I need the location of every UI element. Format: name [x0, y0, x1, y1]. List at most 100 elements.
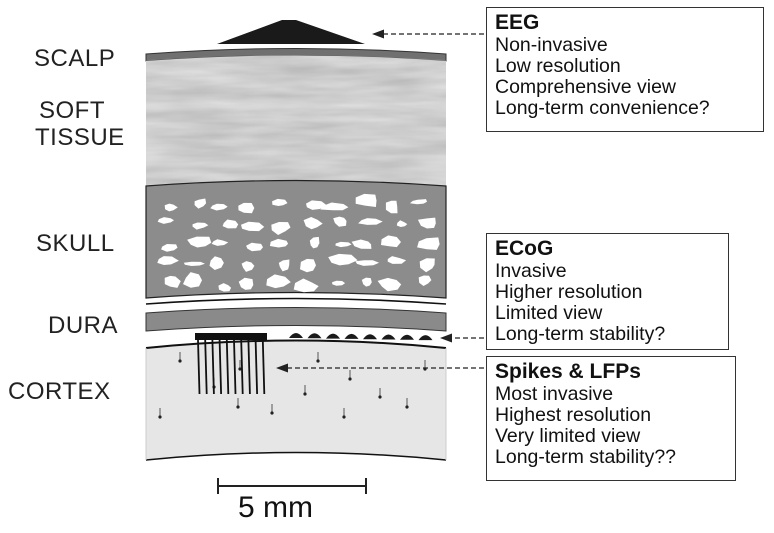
skull-pore [164, 203, 178, 212]
skull-pore [194, 198, 207, 209]
skull-pore [183, 272, 202, 288]
array-shank [233, 339, 237, 395]
skull-pore [333, 216, 347, 227]
skull-pore [309, 236, 320, 249]
scale-bar-label: 5 mm [238, 491, 313, 524]
array-shank [197, 339, 201, 395]
spikes-line: Very limited view [495, 424, 641, 447]
label-cortex: CORTEX [8, 378, 111, 405]
skull-pore [246, 242, 263, 252]
skull-pore [335, 241, 352, 248]
microelectrode-array [195, 333, 267, 395]
skull-pore [377, 277, 402, 292]
neuron-soma [342, 415, 346, 419]
skull-pore [387, 256, 407, 264]
skull-pore [351, 239, 372, 249]
eeg-electrode [217, 20, 365, 44]
ecog-electrode [400, 334, 414, 340]
neuron-soma [178, 359, 182, 363]
neuron-soma [158, 415, 162, 419]
skull-pore [328, 253, 358, 266]
spikes-line: Long-term stability?? [495, 445, 677, 468]
neuron-soma [405, 405, 409, 409]
skull-pores [157, 193, 440, 293]
array-base [195, 333, 267, 340]
ecog-electrode [363, 334, 377, 340]
eeg-title: EEG [495, 11, 540, 34]
soft-tissue-texture [146, 55, 446, 185]
label-soft-tissue: SOFT TISSUE [35, 97, 125, 152]
spikes-line: Most invasive [495, 382, 614, 405]
skull-pore [209, 256, 224, 270]
neuron-soma [316, 359, 320, 363]
label-soft: SOFT [39, 97, 105, 124]
array-shank [254, 339, 258, 395]
skull-pore [419, 258, 435, 273]
array-shank [247, 339, 251, 395]
skull-pore [210, 203, 228, 211]
skull-pore [417, 217, 436, 229]
skull-pore [218, 283, 232, 292]
arrow-heads [276, 29, 452, 373]
spikes-title: Spikes & LFPs [495, 360, 641, 383]
ecog-line: Limited view [495, 301, 603, 324]
skull-pore [278, 259, 290, 272]
eeg-line: Low resolution [495, 54, 621, 77]
eeg-line: Comprehensive view [495, 75, 676, 98]
ecog-line: Invasive [495, 259, 567, 282]
skull-pore [241, 261, 255, 272]
skull-pore [238, 202, 255, 214]
skull-pore [361, 277, 372, 287]
skull-pore [320, 202, 349, 211]
array-shank [211, 339, 215, 395]
eeg-line: Non-invasive [495, 33, 608, 56]
skull-pore [157, 256, 179, 265]
skull-pore [381, 235, 401, 248]
ecog-title: ECoG [495, 237, 554, 260]
array-shank [225, 339, 230, 395]
skull-pore [300, 258, 316, 273]
ecog-info-box: ECoG Invasive Higher resolution Limited … [486, 233, 729, 350]
cortex-top-line [145, 339, 447, 349]
skull-pore [396, 220, 408, 227]
dura-layer [145, 307, 447, 332]
neuron-soma [378, 395, 382, 399]
skull-pore [164, 275, 181, 288]
skull-pore [303, 217, 323, 230]
skull-layer [145, 179, 447, 299]
skull-pore [355, 260, 380, 266]
neuron-soma [236, 405, 240, 409]
spikes-info-box: Spikes & LFPs Most invasive Highest reso… [486, 356, 736, 481]
arrows [286, 33, 484, 369]
ecog-electrode [289, 333, 303, 338]
ecog-electrode [307, 333, 322, 339]
cortex-neurons [158, 352, 427, 419]
skull-pore [238, 277, 254, 290]
array-shank [240, 339, 244, 395]
skull-pore [385, 200, 398, 214]
label-dura: DURA [48, 312, 119, 339]
eeg-line: Long-term convenience? [495, 96, 710, 119]
skull-pore [241, 221, 265, 232]
skull-pore [157, 217, 174, 224]
skull-pore [409, 199, 427, 205]
skull-pore [306, 200, 328, 210]
ecog-electrode [344, 333, 359, 339]
skull-pore [183, 261, 205, 266]
ecog-electrode [326, 333, 340, 339]
skull-pore [355, 193, 377, 207]
skull-pore [271, 222, 291, 235]
skull-pore [161, 244, 178, 252]
ecog-arrow-head [440, 333, 452, 343]
skull-pore [269, 238, 289, 248]
skull-pore [417, 237, 440, 250]
ecog-line: Long-term stability? [495, 322, 666, 345]
skull-pore [418, 275, 432, 286]
ecog-electrode [418, 335, 433, 341]
skull-pore [358, 218, 383, 225]
spikes-line: Highest resolution [495, 403, 652, 426]
ecog-line: Higher resolution [495, 280, 643, 303]
skull-pore [272, 198, 288, 206]
array-shank [261, 339, 266, 395]
